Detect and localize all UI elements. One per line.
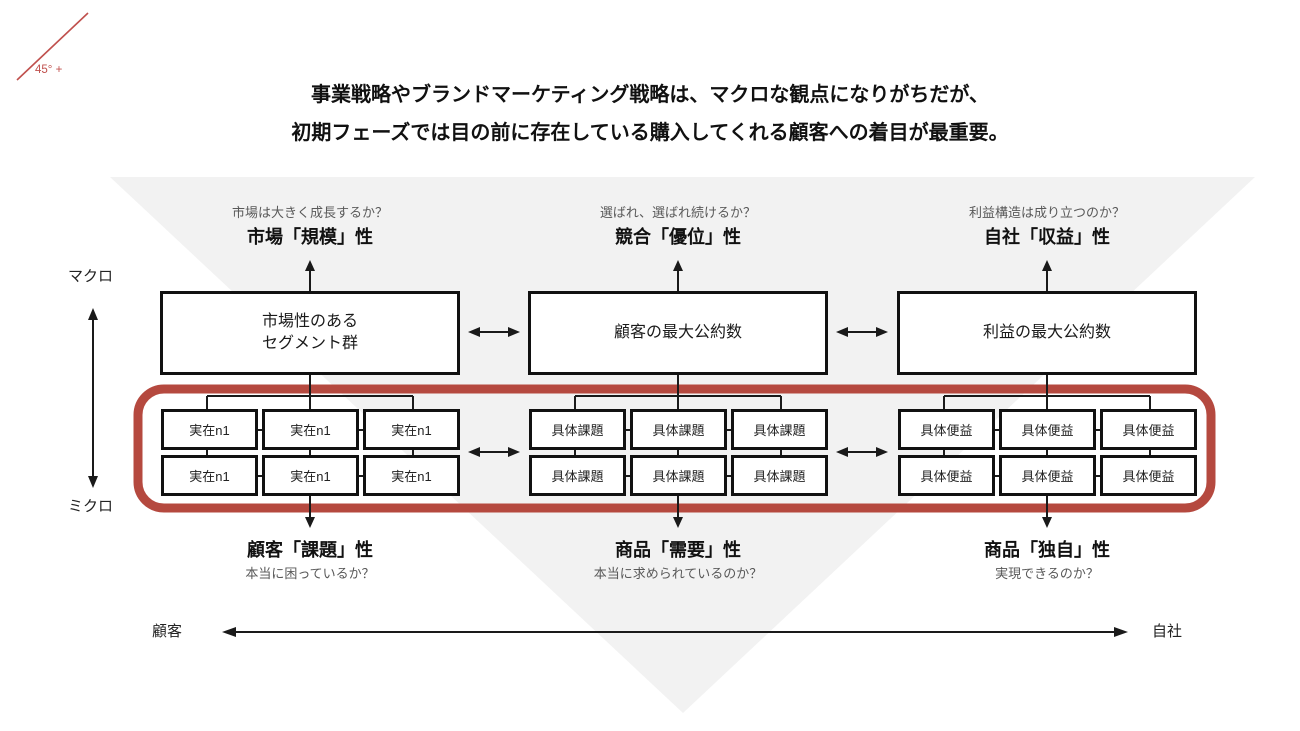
micro-highlight-frame — [133, 384, 1216, 513]
col1-bottom-question: 本当に困っているか？ — [245, 566, 375, 581]
slide-title-line1: 事業戦略やブランドマーケティング戦略は、マクロな観点になりがちだが、 — [311, 84, 989, 106]
micro-cell: 実在n1 — [262, 455, 359, 496]
micro-cell: 具体便益 — [898, 409, 995, 450]
micro-cell: 具体課題 — [630, 409, 727, 450]
micro-cell: 具体課題 — [529, 409, 626, 450]
col3-macro-box: 利益の最大公約数 — [897, 291, 1197, 375]
horizontal-axis-right-label: 自社 — [1152, 623, 1183, 640]
micro-cell: 実在n1 — [363, 455, 460, 496]
col2-bottom-label: 商品「需要」性 — [615, 540, 741, 560]
col2-micro-group: 具体課題 具体課題 具体課題 具体課題 具体課題 具体課題 — [529, 409, 828, 496]
arrowheads — [88, 260, 1128, 637]
micro-cell: 具体課題 — [529, 455, 626, 496]
col1-macro-box: 市場性のある セグメント群 — [160, 291, 460, 375]
col2-top-label: 競合「優位」性 — [615, 227, 741, 247]
col1-top-label: 市場「規模」性 — [247, 227, 373, 247]
col2-macro-box: 顧客の最大公約数 — [528, 291, 828, 375]
micro-cell: 具体課題 — [731, 409, 828, 450]
col2-top-question: 選ばれ、選ばれ続けるか？ — [599, 205, 757, 220]
micro-cell: 実在n1 — [262, 409, 359, 450]
col3-top-question: 利益構造は成り立つのか？ — [968, 205, 1125, 220]
micro-cell: 実在n1 — [363, 409, 460, 450]
col3-top-label: 自社「収益」性 — [984, 227, 1110, 247]
micro-cell: 具体課題 — [731, 455, 828, 496]
micro-cell: 具体便益 — [1100, 455, 1197, 496]
col1-micro-group: 実在n1 実在n1 実在n1 実在n1 実在n1 実在n1 — [161, 409, 460, 496]
logo-diagonal-line — [16, 12, 89, 81]
micro-cell: 実在n1 — [161, 409, 258, 450]
col1-top-question: 市場は大きく成長するか？ — [231, 205, 388, 220]
micro-cell: 実在n1 — [161, 455, 258, 496]
col3-micro-group: 具体便益 具体便益 具体便益 具体便益 具体便益 具体便益 — [898, 409, 1197, 496]
micro-cell: 具体便益 — [999, 409, 1096, 450]
col3-bottom-label: 商品「独自」性 — [984, 540, 1110, 560]
micro-cell: 具体便益 — [1100, 409, 1197, 450]
vertical-axis-bottom-label: ミクロ — [68, 498, 114, 515]
micro-cell: 具体課題 — [630, 455, 727, 496]
col3-bottom-question: 実現できるのか？ — [995, 566, 1099, 581]
micro-cell: 具体便益 — [999, 455, 1096, 496]
micro-cell: 具体便益 — [898, 455, 995, 496]
col2-macro-box-label: 顧客の最大公約数 — [613, 324, 742, 342]
horizontal-axis-left-label: 顧客 — [152, 623, 183, 640]
col1-macro-box-label: 市場性のある セグメント群 — [261, 313, 358, 352]
vertical-axis-top-label: マクロ — [68, 268, 114, 285]
logo-angle-label: 45° + — [35, 64, 63, 76]
slide-title-line2: 初期フェーズでは目の前に存在している購入してくれる顧客への着目が最重要。 — [291, 122, 1009, 144]
col2-bottom-question: 本当に求められているのか？ — [593, 566, 763, 581]
col1-bottom-label: 顧客「課題」性 — [247, 540, 373, 560]
col3-macro-box-label: 利益の最大公約数 — [982, 324, 1111, 342]
